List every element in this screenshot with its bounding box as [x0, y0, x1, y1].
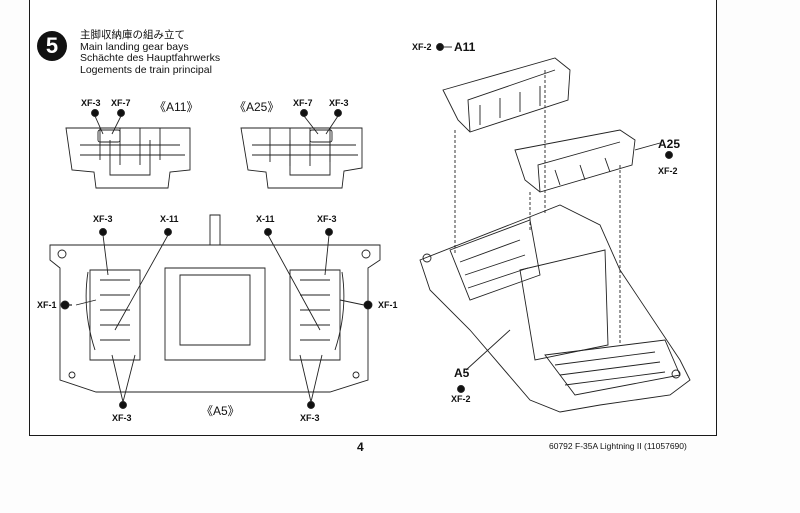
step-frame — [29, 0, 717, 436]
paint-label-xf7-a11: XF-7 — [111, 98, 131, 108]
paint-label-xf3-left: XF-3 — [93, 214, 113, 224]
page-number: 4 — [357, 440, 364, 454]
paint-pointers-top — [91, 109, 342, 135]
paint-label-xf1-left: XF-1 — [37, 300, 57, 310]
paint-label-x11-right: X-11 — [256, 214, 275, 224]
part-a25-drawing — [240, 127, 363, 189]
part-a11-drawing — [65, 127, 191, 189]
part-label-a25: A25 — [658, 137, 681, 151]
part-label-a5: A5 — [454, 366, 470, 380]
part-label-a5-paren: 《A5》 — [201, 404, 240, 418]
part-label-a11: A11 — [454, 40, 476, 54]
step-title-block: 主脚収納庫の組み立て Main landing gear bays Schäch… — [80, 29, 221, 76]
paint-pointers-a5 — [60, 228, 373, 409]
paint-label-xf7-a25: XF-7 — [293, 98, 313, 108]
step-title-german: Schächte des Hauptfahrwerks — [80, 52, 221, 64]
kit-title-footer: 60792 F-35A Lightning II (11057690) — [549, 441, 687, 451]
paint-label-xf3-bottom-right: XF-3 — [300, 413, 320, 423]
step-title-japanese: 主脚収納庫の組み立て — [80, 29, 185, 41]
step-title-english: Main landing gear bays — [80, 40, 189, 53]
part-label-a25-paren: 《A25》 — [234, 100, 280, 114]
part-a5-drawing — [49, 214, 381, 393]
paint-label-xf3-bottom-left: XF-3 — [112, 413, 132, 423]
paint-label-xf3-right: XF-3 — [317, 214, 337, 224]
paint-label-x11-left: X-11 — [160, 214, 179, 224]
step-title-french: Logements de train principal — [80, 63, 212, 76]
exploded-view-drawing — [419, 43, 691, 413]
step-number-badge: 5 — [37, 31, 67, 61]
paint-label-xf2-a5: XF-2 — [451, 394, 471, 404]
paint-label-xf3-a25: XF-3 — [329, 98, 349, 108]
paint-label-xf2-a25: XF-2 — [658, 166, 678, 176]
paint-label-xf2-a11: XF-2 — [412, 42, 432, 52]
paint-label-xf3-a11: XF-3 — [81, 98, 101, 108]
part-label-a11-paren: 《A11》 — [154, 100, 199, 114]
paint-label-xf1-right: XF-1 — [378, 300, 398, 310]
